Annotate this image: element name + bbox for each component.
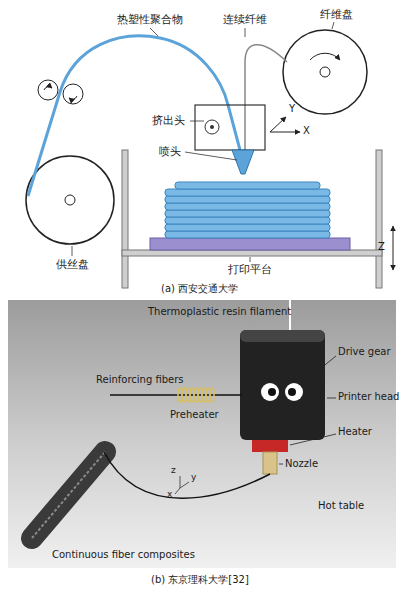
frame-post (122, 150, 128, 288)
spool-hub (65, 195, 75, 205)
rod-fibers (32, 452, 105, 538)
nozzle (263, 452, 277, 474)
extruder-gear (205, 120, 219, 134)
drive-roller (38, 80, 58, 100)
axis-x (270, 132, 300, 133)
sub-caption: (b) 东京理科大学[32] (151, 574, 249, 586)
part-label: Continuous fiber composites (52, 549, 195, 561)
part-label: 纤维盘 (320, 8, 353, 21)
axis-label: X (303, 125, 310, 137)
leader-lines (72, 22, 334, 262)
heater (252, 440, 288, 452)
render-b (8, 300, 396, 568)
extruder-head (195, 105, 265, 150)
sub-caption: (a) 西安交通大学 (161, 283, 238, 295)
part-label: 喷头 (159, 145, 181, 158)
roller-arrow (69, 96, 77, 99)
continuous-fiber (245, 45, 287, 150)
spool-hub (320, 67, 330, 77)
axis-z (393, 226, 394, 270)
axis-label: x (167, 489, 172, 500)
gear-hub (268, 388, 276, 396)
axis-label: z (171, 465, 176, 476)
printed-layers (165, 182, 330, 238)
roller-arrow (44, 87, 52, 90)
axis-y (270, 117, 286, 132)
drive-roller (63, 84, 83, 104)
axis-label: y (191, 472, 196, 483)
frame-bar (122, 250, 382, 256)
thermoplastic-filament (28, 36, 240, 196)
part-label: 连续纤维 (223, 13, 267, 26)
part-label: Printer head (338, 391, 399, 403)
supply-spool (26, 156, 114, 244)
deposited-fiber (104, 452, 270, 498)
preheater-coil (178, 388, 214, 402)
drive-gear (285, 383, 303, 401)
part-label: Hot table (318, 500, 364, 512)
part-label: Heater (338, 426, 372, 438)
composite-rod (32, 452, 105, 538)
fiber-spool (283, 30, 367, 114)
nozzle (232, 150, 254, 174)
part-label: 挤出头 (152, 114, 185, 127)
schematic-a (26, 22, 393, 288)
render-ground (8, 300, 396, 568)
part-label: 热塑性聚合物 (117, 13, 183, 26)
printer-head (240, 330, 325, 440)
part-label: Reinforcing fibers (96, 374, 184, 386)
leader-lines (279, 356, 336, 464)
gear-hub (210, 125, 214, 129)
rotation-arrow (310, 53, 340, 60)
part-label: 打印平台 (228, 263, 272, 276)
axes-b (175, 476, 189, 494)
axis-label: Z (378, 241, 385, 253)
gear-hub (288, 388, 296, 396)
part-label: Preheater (170, 409, 219, 421)
frame-post (376, 150, 382, 288)
part-label: Nozzle (285, 458, 318, 470)
part-label: Thermoplastic resin filament (148, 306, 291, 318)
axis-label: Y (289, 103, 295, 115)
reinforcing-fiber (110, 394, 242, 396)
part-label: Drive gear (338, 346, 391, 358)
head-top (240, 330, 325, 342)
drive-gear (261, 383, 279, 401)
print-platform (150, 238, 350, 250)
part-label: 供丝盘 (56, 258, 89, 271)
